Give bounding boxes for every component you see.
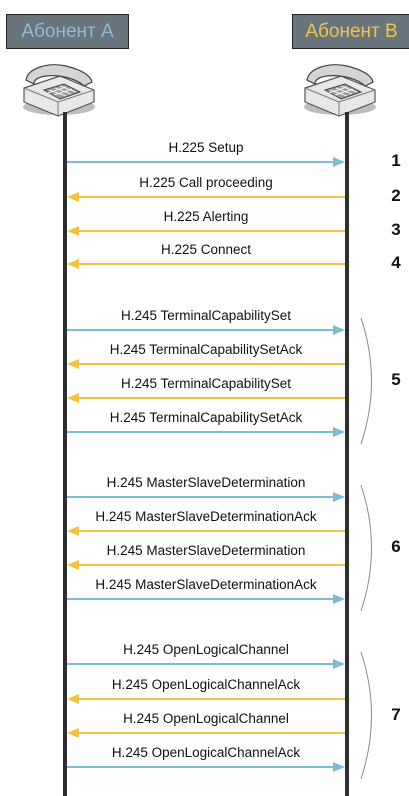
party-a-label: Абонент А: [6, 14, 129, 49]
arrow-right-icon: [67, 492, 345, 502]
message-label: H.245 OpenLogicalChannel: [123, 711, 289, 726]
arrow-left-icon: [67, 393, 345, 403]
message-16: H.245 OpenLogicalChannelAck: [67, 745, 345, 775]
message-label: H.245 MasterSlaveDetermination: [106, 475, 306, 490]
arrow-right-icon: [67, 427, 345, 437]
message-10: H.245 MasterSlaveDeterminationAck: [67, 509, 345, 539]
message-label: H.225 Call proceeding: [139, 175, 273, 190]
message-3: H.225 Alerting: [67, 209, 345, 239]
message-6: H.245 TerminalCapabilitySetAck: [67, 342, 345, 372]
message-8: H.245 TerminalCapabilitySetAck: [67, 410, 345, 440]
message-label: H.225 Setup: [168, 140, 244, 155]
message-15: H.245 OpenLogicalChannel: [67, 711, 345, 741]
group-brace: [360, 317, 372, 445]
arrow-left-icon: [67, 728, 345, 738]
telephone-icon: [23, 64, 95, 117]
group-brace: [360, 651, 372, 780]
arrow-left-icon: [67, 226, 345, 236]
message-2: H.225 Call proceeding: [67, 175, 345, 205]
message-11: H.245 MasterSlaveDetermination: [67, 543, 345, 573]
arrow-right-icon: [67, 762, 345, 772]
step-number: 1: [391, 151, 401, 170]
message-1: H.225 Setup: [67, 140, 345, 170]
message-12: H.245 MasterSlaveDeterminationAck: [67, 577, 345, 607]
arrow-left-icon: [67, 192, 345, 202]
arrow-left-icon: [67, 694, 345, 704]
step-number: 3: [391, 220, 401, 239]
message-label: H.245 TerminalCapabilitySetAck: [109, 410, 303, 425]
message-5: H.245 TerminalCapabilitySet: [67, 308, 345, 338]
step-number: 4: [391, 253, 401, 272]
arrow-left-icon: [67, 359, 345, 369]
telephone-icon: [304, 64, 376, 117]
message-label: H.245 MasterSlaveDetermination: [106, 543, 306, 558]
message-label: H.225 Connect: [160, 242, 252, 257]
message-label: H.245 OpenLogicalChannelAck: [111, 745, 301, 760]
message-label: H.225 Alerting: [163, 209, 249, 224]
party-b-label: Абонент В: [292, 14, 409, 49]
arrow-left-icon: [67, 560, 345, 570]
lifeline-a: [63, 112, 67, 796]
lifeline-b: [345, 112, 349, 796]
arrow-left-icon: [67, 259, 345, 269]
arrow-left-icon: [67, 526, 345, 536]
message-label: H.245 MasterSlaveDeterminationAck: [95, 577, 317, 592]
message-label: H.245 TerminalCapabilitySet: [120, 308, 292, 323]
message-label: H.245 TerminalCapabilitySetAck: [109, 342, 303, 357]
message-label: H.245 MasterSlaveDeterminationAck: [95, 509, 317, 524]
arrow-right-icon: [67, 325, 345, 335]
message-7: H.245 TerminalCapabilitySet: [67, 376, 345, 406]
message-label: H.245 TerminalCapabilitySet: [120, 376, 292, 391]
message-label: H.245 OpenLogicalChannelAck: [111, 677, 301, 692]
arrow-right-icon: [67, 157, 345, 167]
message-4: H.225 Connect: [67, 242, 345, 272]
arrow-right-icon: [67, 659, 345, 669]
step-number: 6: [391, 537, 401, 556]
group-brace: [360, 484, 372, 612]
arrow-right-icon: [67, 594, 345, 604]
message-9: H.245 MasterSlaveDetermination: [67, 475, 345, 505]
step-number: 2: [391, 186, 401, 205]
message-14: H.245 OpenLogicalChannelAck: [67, 677, 345, 707]
step-number: 5: [391, 370, 401, 389]
step-number: 7: [391, 704, 401, 724]
message-label: H.245 OpenLogicalChannel: [123, 642, 289, 657]
message-13: H.245 OpenLogicalChannel: [67, 642, 345, 672]
